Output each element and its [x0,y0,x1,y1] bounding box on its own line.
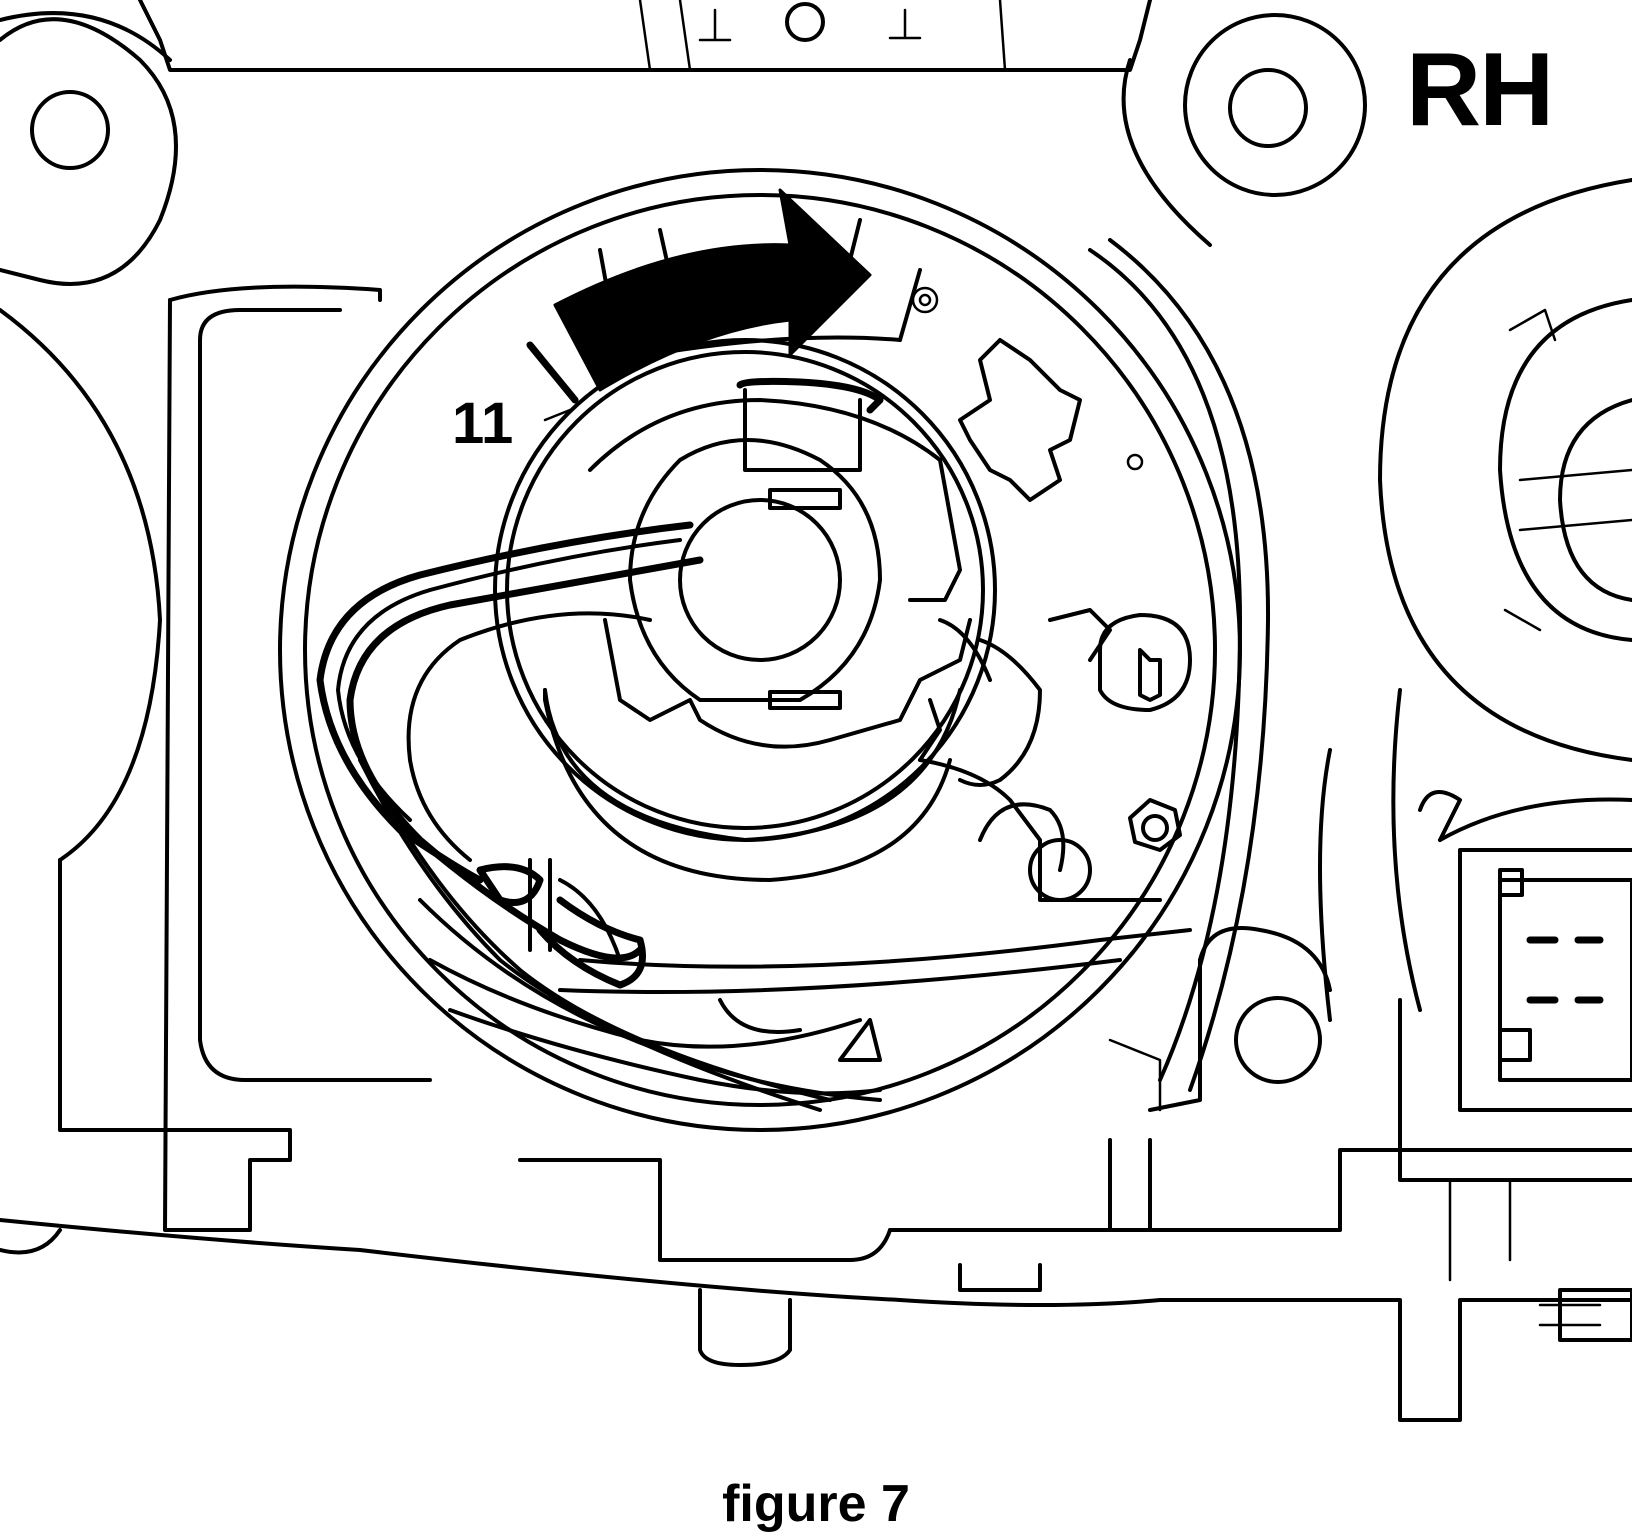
top-right-mounting-lug [1121,13,1367,247]
figure-caption: figure 7 [722,1475,910,1533]
lower-internal-detail [528,758,1162,1112]
electrical-connector [1398,790,1632,1182]
top-left-mounting-lug [0,11,178,286]
side-indicator-label: RH [1406,32,1554,148]
housing-bottom-frame [0,1138,1632,1422]
callout-number-label: 11 [452,391,514,456]
rotation-arrow [526,188,872,422]
wiring-harness [316,521,1192,1112]
bulb-access-ring [278,168,1242,1132]
housing-top-frame [138,0,1152,72]
left-lamp-housing [0,284,432,1232]
right-lamp-unit [1318,178,1632,1022]
